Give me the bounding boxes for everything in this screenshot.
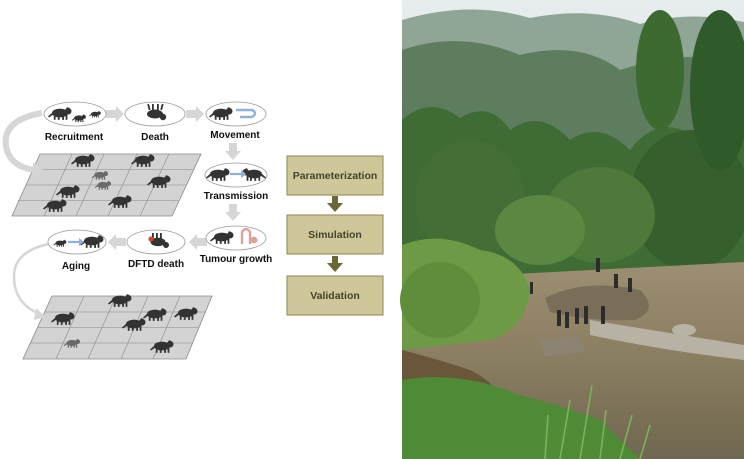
workflow: Parameterization Simulation Validation [286, 155, 384, 316]
loop-arrow-top-head [32, 162, 44, 178]
workflow-arrow [327, 196, 343, 212]
workflow-step-parameterization [286, 155, 384, 196]
stage-label-transmission: Transmission [204, 191, 268, 202]
workflow-step-simulation [286, 214, 384, 255]
tumour-icon [240, 227, 258, 244]
stage-transmission: Transmission [204, 162, 268, 202]
dead-devil-icon [147, 103, 167, 121]
movement-arrow-icon [236, 108, 257, 119]
tumour-icon [148, 236, 154, 242]
stage-movement: Movement [205, 101, 267, 141]
stage-label-death: Death [141, 132, 169, 143]
workflow-step-label: Simulation [308, 229, 362, 241]
stage-death: Death [124, 101, 186, 143]
loop-arrow-top [2, 110, 43, 173]
transmission-arrow-icon [230, 170, 246, 178]
loop-arrow-bottom [12, 242, 49, 316]
model-diagram: Recruitment Death Movement [2, 101, 273, 360]
stage-label-tumour-growth: Tumour growth [200, 254, 273, 265]
stage-label-recruitment: Recruitment [45, 132, 104, 143]
stage-label-dftd-death: DFTD death [128, 259, 184, 270]
stage-recruitment: Recruitment [43, 101, 107, 143]
workflow-step-label: Parameterization [293, 170, 378, 182]
workflow-step-validation [286, 275, 384, 316]
stage-tumour-growth: Tumour growth [200, 225, 273, 265]
workflow-step-label: Validation [310, 290, 360, 302]
stage-flow-arrows [106, 106, 241, 250]
stage-label-aging: Aging [62, 261, 90, 272]
stage-aging: Aging [47, 229, 107, 272]
stage-dftd-death: DFTD death [126, 229, 186, 270]
dead-devil-icon [150, 233, 169, 248]
workflow-arrow [327, 256, 343, 272]
stage-label-movement: Movement [210, 130, 260, 141]
aging-arrow-icon [68, 238, 84, 246]
forest-river-photo [400, 0, 744, 459]
loop-arrow-bottom-head [34, 308, 46, 320]
